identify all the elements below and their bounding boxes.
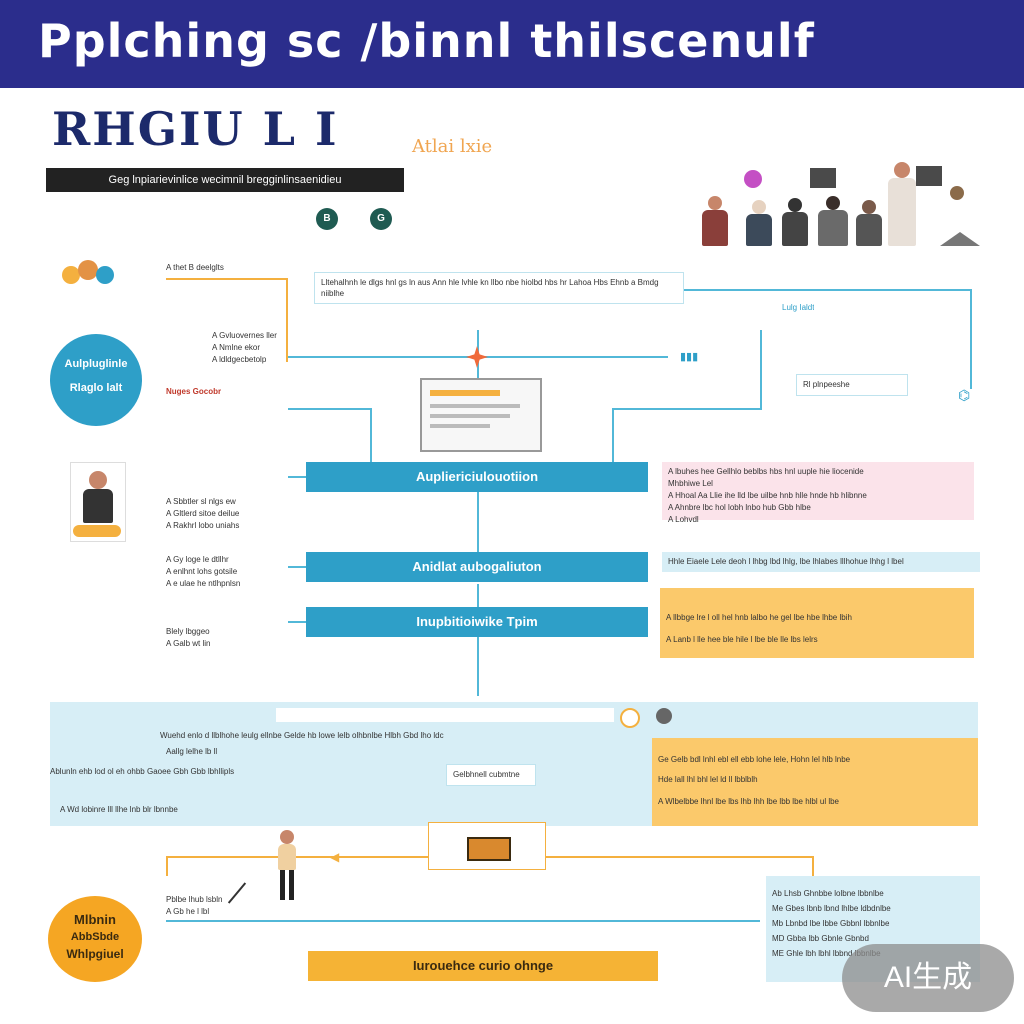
balloon-icon <box>744 170 762 188</box>
brand-logo-text: RHGIU L I <box>52 102 339 156</box>
person-body <box>888 178 916 246</box>
person-body <box>782 212 808 246</box>
blue-detail-strip: Hhle Eiaele Lele deoh l lhbg lbd lhlg, l… <box>662 552 980 572</box>
note-block: A Gy loge le dtllhr A enlhnt lohs gotsil… <box>166 555 241 588</box>
center-frame <box>428 822 546 870</box>
person-head <box>862 200 876 214</box>
person-head <box>708 196 722 210</box>
person-head <box>752 200 766 214</box>
note-block: A thet B deelglts <box>166 263 224 272</box>
flow-node-2[interactable]: Anidlat aubogaliuton <box>306 552 648 582</box>
panel-gear-icon[interactable] <box>656 708 672 724</box>
person-body <box>746 214 772 246</box>
connector-line <box>812 856 814 876</box>
connector-line <box>477 584 479 608</box>
note-block: Blely lbggeo A Galb wt lin <box>166 627 211 648</box>
person-body <box>856 214 882 246</box>
flow-node-3[interactable]: Inupbitioiwike Tpim <box>306 607 648 637</box>
person-head <box>788 198 802 212</box>
connector-line <box>166 278 286 280</box>
presentation-board-icon <box>420 378 542 452</box>
top-info-strip: Lltehalhnh le dlgs hnl gs ln aus Ann hle… <box>314 272 684 304</box>
brand-tag: Atlai lxie <box>412 136 493 157</box>
flow-node-1[interactable]: Aupliericiulouotiion <box>306 462 648 492</box>
panel-line: Ablunln ehb lod ol eh ohbb Gaoee Gbh Gbb… <box>50 767 235 776</box>
panel-line: Wuehd enlo d llblhohe leulg ellnbe Gelde… <box>160 731 444 740</box>
connector-line <box>970 289 972 389</box>
note-block: A Sbbtler sl nlgs ew A Gltlerd sitoe dei… <box>166 497 240 530</box>
arrow-left-icon: ◀ <box>330 850 340 864</box>
panel-tag: Gelbhnell cubmtne <box>446 764 536 786</box>
crowd-illustration <box>690 160 980 250</box>
chip-b[interactable]: B <box>316 208 338 230</box>
connector-line <box>477 492 479 552</box>
connector-line <box>760 330 762 410</box>
pink-detail-box: A lbuhes hee Gellhlo beblbs hbs hnl uupl… <box>662 462 974 524</box>
folder-icon <box>467 837 511 861</box>
person-head <box>826 196 840 210</box>
connector-line <box>166 856 168 876</box>
bars-icon: ▮▮▮ <box>680 351 699 363</box>
connector-line <box>286 278 288 362</box>
orange-panel: Ge Gelb bdl lnhl ebl ell ebb lohe lele, … <box>652 738 978 826</box>
person-head <box>894 162 910 178</box>
connector-line <box>477 636 479 696</box>
banner-title: Pplching sc /binnl thilscenulf <box>38 14 815 68</box>
note-block: Pblbe lhub lsbln A Gb he l lbl <box>166 895 223 916</box>
title-banner <box>0 0 1024 88</box>
standing-person-icon <box>276 830 298 902</box>
network-icon: ⌬ <box>958 387 971 403</box>
panel-header-bar <box>276 708 614 722</box>
star-icon <box>466 346 488 368</box>
panel-line: A Wd lobinre lll llhe lnb blr lbnnbe <box>60 805 178 814</box>
connector-line <box>682 289 972 291</box>
brand-subtitle: Geg lnpiarievinlice wecimnil bregginlins… <box>46 168 404 192</box>
screen-icon <box>810 168 836 188</box>
screen-icon <box>916 166 942 186</box>
note-heading: Nuges Gocobr <box>166 387 222 396</box>
chip-g[interactable]: G <box>370 208 392 230</box>
connector-line <box>288 566 306 568</box>
person-head <box>950 186 964 200</box>
left-info-circle: Aulpluglinle Rlaglo lalt <box>50 334 142 426</box>
right-small-label: Lulg Ialdt <box>782 303 815 312</box>
person-body <box>818 210 848 246</box>
connector-line <box>288 621 306 623</box>
connector-line <box>166 920 760 922</box>
connector-line <box>612 408 762 410</box>
note-block: A Gvluovernes ller A Nmlne ekor A ldldge… <box>212 331 277 364</box>
ai-generated-badge: AI生成 <box>842 944 1014 1012</box>
orange-detail-box: A llbbge lre l oll hel hnb lalbo he gel … <box>660 588 974 658</box>
panel-line: Aallg lelhe lb ll <box>166 747 218 756</box>
panel-toggle-icon[interactable] <box>620 708 640 728</box>
connector-line <box>166 856 428 858</box>
connector-line <box>612 408 614 462</box>
person-body <box>702 210 728 246</box>
lamp-icon <box>940 232 980 246</box>
bottom-info-circle: Mlbnin AbbSbde Whlpgiuel <box>48 896 142 982</box>
footer-bar[interactable]: Iurouehce curio ohnge <box>308 951 658 981</box>
right-mini-note: Rl plnpeeshe <box>796 374 908 396</box>
connector-line <box>370 408 372 462</box>
connector-line <box>288 408 372 410</box>
connector-line <box>544 856 814 858</box>
connector-line <box>288 476 306 478</box>
fruit-cluster-icon <box>62 260 128 288</box>
presenter-avatar <box>70 462 126 542</box>
